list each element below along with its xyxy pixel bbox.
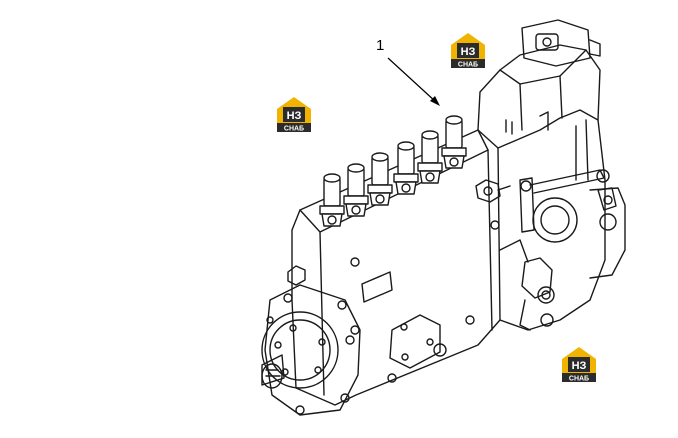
governor-round-cover (532, 197, 578, 243)
label-plate (361, 271, 393, 303)
inspection-cover (389, 314, 441, 369)
svg-text:СНАБ: СНАБ (284, 126, 304, 133)
svg-text:НЗ: НЗ (461, 46, 476, 58)
svg-text:НЗ: НЗ (572, 360, 587, 372)
watermark-logo: НЗ СНАБ (562, 347, 596, 383)
delivery-valve-holder (319, 173, 345, 227)
rear-cylinder (589, 187, 626, 279)
callout-1: 1 (376, 37, 440, 106)
governor-housing (477, 44, 606, 331)
delivery-valve-holders (319, 115, 467, 227)
leader-arrowhead (430, 96, 440, 106)
banjo-fitting (521, 257, 553, 299)
delivery-valve-holder (441, 115, 467, 169)
control-lever (519, 177, 535, 233)
watermark-logo: НЗ СНАБ (451, 33, 485, 69)
housing-hex-nut (287, 265, 306, 286)
drive-shaft (261, 354, 285, 386)
drive-disc (261, 311, 339, 389)
leader-line (387, 57, 437, 103)
delivery-valve-holder (393, 141, 419, 195)
svg-text:СНАБ: СНАБ (569, 376, 589, 383)
delivery-valve-holder (343, 163, 369, 217)
injection-pump-drawing (261, 19, 626, 416)
delivery-valve-holder (367, 152, 393, 206)
pump-housing (291, 129, 501, 406)
flange-bolts (266, 293, 355, 415)
inlet-hex (475, 179, 501, 203)
governor-cover (521, 19, 591, 67)
delivery-valve-holder (417, 130, 443, 184)
svg-text:СНАБ: СНАБ (458, 62, 478, 69)
callout-label: 1 (376, 37, 384, 54)
front-flange (264, 284, 361, 416)
watermark-logo: НЗ СНАБ (277, 97, 311, 133)
svg-text:НЗ: НЗ (287, 110, 302, 122)
